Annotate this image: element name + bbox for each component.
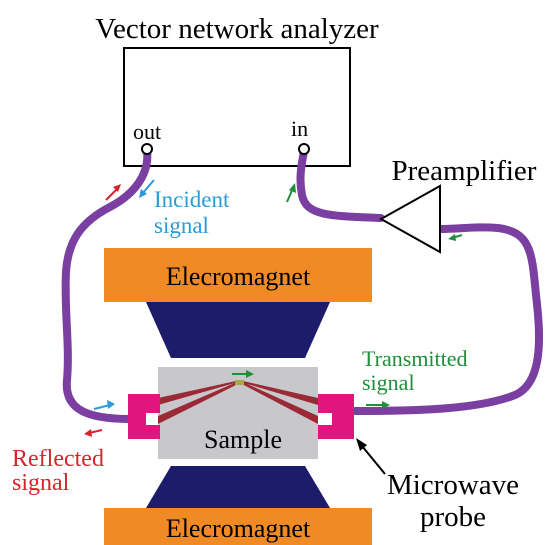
vna-box [123, 47, 351, 167]
port-in-connector [298, 143, 310, 155]
sample-label: Sample [204, 425, 282, 454]
port-out-connector [141, 143, 153, 155]
arrow-probe-pointer [356, 438, 386, 475]
reflected-label-line2: signal [12, 470, 70, 496]
electromagnet-top-label: Elecromagnet [166, 262, 311, 291]
electromagnet-bottom-label: Elecromagnet [166, 514, 311, 543]
cable-incident [61, 146, 152, 423]
cable-output [351, 223, 544, 415]
preamplifier-triangle [378, 184, 441, 254]
electrodes [158, 380, 318, 424]
pole-top [146, 302, 330, 358]
transmitted-label-line2: signal [362, 370, 415, 395]
arrow-transmitted-right [366, 401, 390, 409]
probe-label-line1: Microwave [387, 469, 519, 501]
probe-right [318, 394, 354, 439]
arrow-reflected-left [84, 429, 103, 437]
electromagnet-bottom [104, 508, 372, 545]
preamplifier-label: Preamplifier [392, 155, 537, 187]
electromagnet-top [104, 248, 372, 302]
arrow-preamp-left [448, 234, 463, 241]
arrow-input-up [286, 183, 296, 203]
arrow-reflected-up [105, 184, 121, 201]
port-out-label: out [133, 119, 161, 144]
incident-label-line1: Incident [154, 187, 230, 212]
arrow-incident-right [93, 400, 115, 410]
arrow-incident-down [139, 179, 155, 198]
arrow-sample-right [232, 370, 254, 378]
probe-label-line2: probe [420, 501, 486, 533]
port-in-label: in [291, 116, 308, 141]
transmitted-label-line1: Transmitted [362, 346, 468, 371]
cable-input [296, 146, 385, 222]
pole-bottom [146, 466, 330, 508]
incident-label-line2: signal [154, 213, 209, 238]
probe-left [128, 394, 160, 439]
reflected-label-line1: Reflected [12, 446, 104, 472]
vna-title: Vector network analyzer [95, 13, 379, 45]
